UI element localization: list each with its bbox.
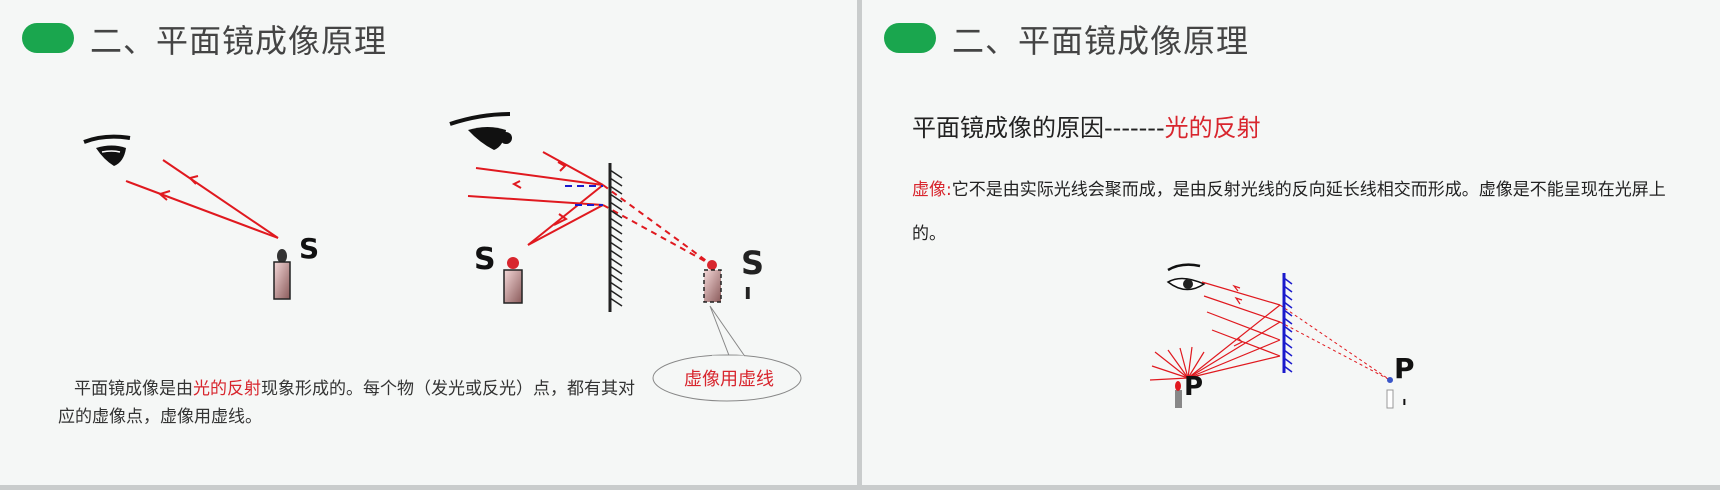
incident-and-reflected-rays bbox=[1149, 281, 1281, 381]
virtual-rays bbox=[602, 184, 713, 266]
eye-icon-2 bbox=[449, 112, 512, 150]
left-slide: 二、平面镜成像原理 bbox=[0, 0, 857, 485]
subtitle-highlight: 光的反射 bbox=[1164, 114, 1261, 142]
explanation-paragraph: 平面镜成像是由光的反射现象形成的。每个物（发光或反光）点，都有其对应的虚像点，虚… bbox=[58, 375, 638, 431]
callout-text: 虚像用虚线 bbox=[684, 369, 774, 390]
definition-text: 它不是由实际光线会聚而成，是由反射光线的反向延长线相交而形成。虚像是不能呈现在光… bbox=[912, 180, 1666, 244]
mirror bbox=[608, 163, 623, 312]
label-s-figure1: S bbox=[299, 232, 320, 265]
blue-normal-lines bbox=[565, 185, 603, 206]
slide-title: 二、平面镜成像原理 bbox=[952, 22, 1250, 60]
candle-icon bbox=[1175, 381, 1182, 408]
reflection-ray-diagram bbox=[1149, 263, 1394, 409]
para-part2: 现象形成的。每个物（发光或反光）点，都有其对应的虚像点，虚像用虚线。 bbox=[58, 379, 635, 427]
virtual-ray-extensions bbox=[1279, 304, 1391, 381]
callout-bubble bbox=[652, 354, 802, 402]
title-pill-decoration bbox=[884, 23, 936, 53]
para-highlight: 光的反射 bbox=[193, 379, 261, 399]
mirror-reflection-diagram bbox=[83, 112, 802, 402]
subtitle: 平面镜成像的原因-------光的反射 bbox=[912, 108, 1261, 143]
eye-icon bbox=[1166, 263, 1206, 291]
label-s-prime-mark: ı bbox=[744, 280, 752, 305]
eye-icon bbox=[83, 134, 131, 166]
label-p-object: P bbox=[1184, 372, 1204, 402]
incident-rays-1 bbox=[125, 159, 279, 239]
mirror bbox=[1282, 273, 1293, 373]
para-part1: 平面镜成像是由 bbox=[74, 379, 193, 399]
label-p-prime-mark: ˌ bbox=[1401, 384, 1408, 409]
label-p-image: P bbox=[1394, 352, 1415, 385]
label-s-virtual: S bbox=[741, 244, 765, 282]
title-pill-decoration bbox=[22, 23, 74, 53]
rays-figure-2 bbox=[467, 151, 604, 246]
virtual-candle-icon bbox=[1386, 377, 1394, 409]
virtual-image-definition: 虚像:它不是由实际光线会聚而成，是由反射光线的反向延长线相交而形成。虚像是不能呈… bbox=[912, 168, 1672, 256]
label-s-figure2: S bbox=[474, 242, 496, 277]
candle-icon bbox=[273, 249, 291, 300]
subtitle-main: 平面镜成像的原因------- bbox=[912, 114, 1165, 142]
candle-icon-2 bbox=[503, 257, 523, 304]
slide-title: 二、平面镜成像原理 bbox=[90, 22, 388, 60]
definition-term: 虚像: bbox=[912, 180, 952, 200]
right-slide: 二、平面镜成像原理 平面镜成像的原因-------光的反射 虚像:它不是由实际光… bbox=[862, 0, 1720, 485]
virtual-candle-icon bbox=[703, 260, 722, 303]
